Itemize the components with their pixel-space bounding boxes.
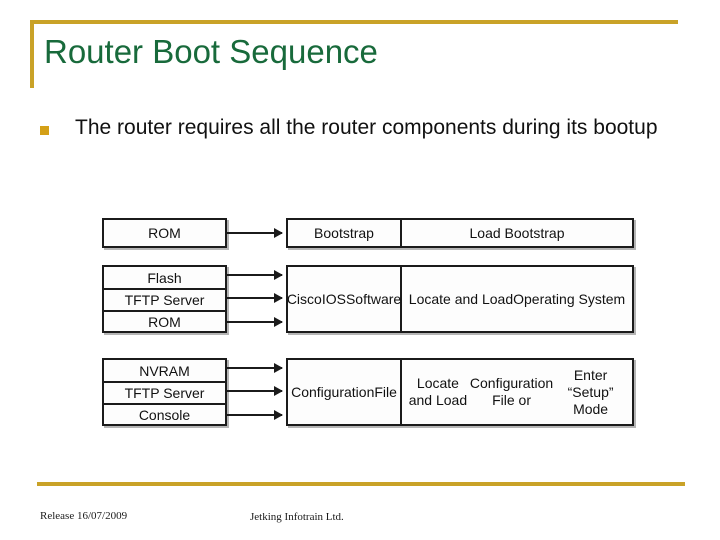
source-box: NVRAM <box>104 360 225 381</box>
bullet-text: The router requires all the router compo… <box>75 116 658 139</box>
action-line: Locate and Load <box>408 375 468 408</box>
action-label: Locate and Load Operating System <box>402 267 632 331</box>
stage-box-bootstrap: Bootstrap Load Bootstrap <box>286 218 634 248</box>
boot-sequence-diagram: ROM Bootstrap Load Bootstrap Flash TFTP … <box>100 218 640 433</box>
action-line: Configuration File or <box>469 375 554 408</box>
action-label: Locate and Load Configuration File or En… <box>402 360 632 424</box>
source-stack-config: NVRAM TFTP Server Console <box>102 358 227 426</box>
flow-arrow-icon <box>227 386 283 396</box>
stage-line: Software <box>345 290 402 307</box>
action-label: Load Bootstrap <box>469 224 565 241</box>
source-box: TFTP Server <box>104 288 225 310</box>
source-box: Flash <box>104 267 225 288</box>
footer-release: Release 16/07/2009 <box>40 510 128 522</box>
action-line: Operating System <box>513 290 626 307</box>
flow-arrow-icon <box>227 270 283 280</box>
square-bullet-icon <box>40 126 49 135</box>
source-box: Console <box>104 403 225 424</box>
stage-box-ios: Cisco IOS Software Locate and Load Opera… <box>286 265 634 333</box>
stage-line: Configuration <box>291 383 375 400</box>
title-left-rule <box>30 20 34 88</box>
stage-line: Cisco <box>286 290 322 307</box>
title-top-rule <box>30 20 678 24</box>
flow-arrow-icon <box>227 410 283 420</box>
flow-arrow-icon <box>227 363 283 373</box>
stage-label: Cisco IOS Software <box>286 267 402 331</box>
stage-line: File <box>374 383 397 400</box>
footer-company: Jetking Infotrain Ltd. <box>250 511 344 523</box>
source-stack-bootstrap: ROM <box>102 218 227 248</box>
flow-arrow-icon <box>227 293 283 303</box>
page-title: Router Boot Sequence <box>44 33 378 70</box>
flow-arrow-icon <box>227 317 283 327</box>
flow-arrow-icon <box>227 228 283 238</box>
source-stack-ios: Flash TFTP Server ROM <box>102 265 227 333</box>
action-line: Locate and Load <box>408 290 514 307</box>
diagram-row-bootstrap: ROM Bootstrap Load Bootstrap <box>100 218 640 248</box>
bullet-list-item: The router requires all the router compo… <box>40 113 685 142</box>
footer-rule <box>37 482 685 486</box>
stage-label: Configuration File <box>288 360 402 424</box>
stage-line: IOS <box>321 290 346 307</box>
stage-label: Bootstrap <box>288 220 402 246</box>
source-box: TFTP Server <box>104 381 225 403</box>
stage-box-config: Configuration File Locate and Load Confi… <box>286 358 634 426</box>
diagram-row-config: NVRAM TFTP Server Console Configuration … <box>100 358 640 428</box>
diagram-row-ios: Flash TFTP Server ROM Cisco IOS Software… <box>100 265 640 333</box>
source-box: ROM <box>104 220 225 246</box>
source-box: ROM <box>104 310 225 331</box>
action-line: Enter “Setup” Mode <box>567 366 614 417</box>
